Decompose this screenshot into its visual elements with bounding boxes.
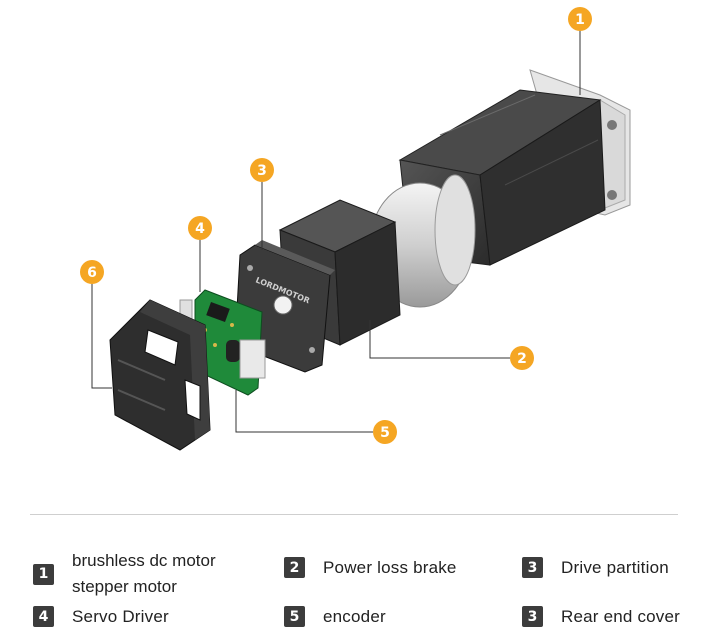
drive-partition-plate: LORDMOTOR	[234, 240, 335, 373]
legend-item-1: 1 brushless dc motor stepper motor	[33, 548, 216, 600]
legend-label: encoder	[323, 606, 386, 626]
leader-line-2	[369, 320, 510, 359]
callout-6: 6	[80, 260, 104, 284]
legend-number-box: 3	[522, 557, 543, 578]
callout-5: 5	[373, 420, 397, 444]
callout-1-number: 1	[575, 12, 585, 28]
callout-1: 1	[568, 7, 592, 31]
legend-item-2: 2 Power loss brake	[284, 557, 457, 578]
legend-number-box: 1	[33, 563, 54, 585]
exploded-motor-diagram: LORDMOTOR 1 2 3	[80, 7, 631, 451]
legend-label: Power loss brake	[323, 557, 457, 577]
legend-number-box: 3	[522, 606, 543, 627]
legend-label: Drive partition	[561, 557, 669, 577]
legend-label: stepper motor	[72, 577, 177, 596]
leader-line-6	[91, 284, 112, 389]
callout-6-number: 6	[87, 265, 97, 281]
legend-label: Servo Driver	[72, 606, 169, 626]
legend-item-4: 4 Servo Driver	[33, 606, 169, 627]
callout-2-number: 2	[517, 351, 527, 367]
legend-divider	[30, 514, 678, 515]
callout-4: 4	[188, 216, 212, 240]
legend-label: brushless dc motor	[72, 551, 216, 570]
legend-label: Rear end cover	[561, 606, 681, 626]
legend-item-3: 3 Drive partition	[522, 557, 669, 578]
legend-label-group: brushless dc motor stepper motor	[72, 548, 216, 600]
legend-number-box: 2	[284, 557, 305, 578]
callout-2: 2	[510, 346, 534, 370]
callout-5-number: 5	[380, 425, 390, 441]
callout-4-number: 4	[195, 221, 205, 237]
leader-lines	[91, 30, 581, 433]
legend-item-6: 3 Rear end cover	[522, 606, 680, 627]
legend-number-box: 4	[33, 606, 54, 627]
rear-end-cover	[109, 299, 211, 451]
legend-item-5: 5 encoder	[284, 606, 386, 627]
callout-3-number: 3	[257, 163, 267, 179]
callout-3: 3	[250, 158, 274, 182]
leader-line-5	[235, 390, 373, 433]
legend-number-box: 5	[284, 606, 305, 627]
